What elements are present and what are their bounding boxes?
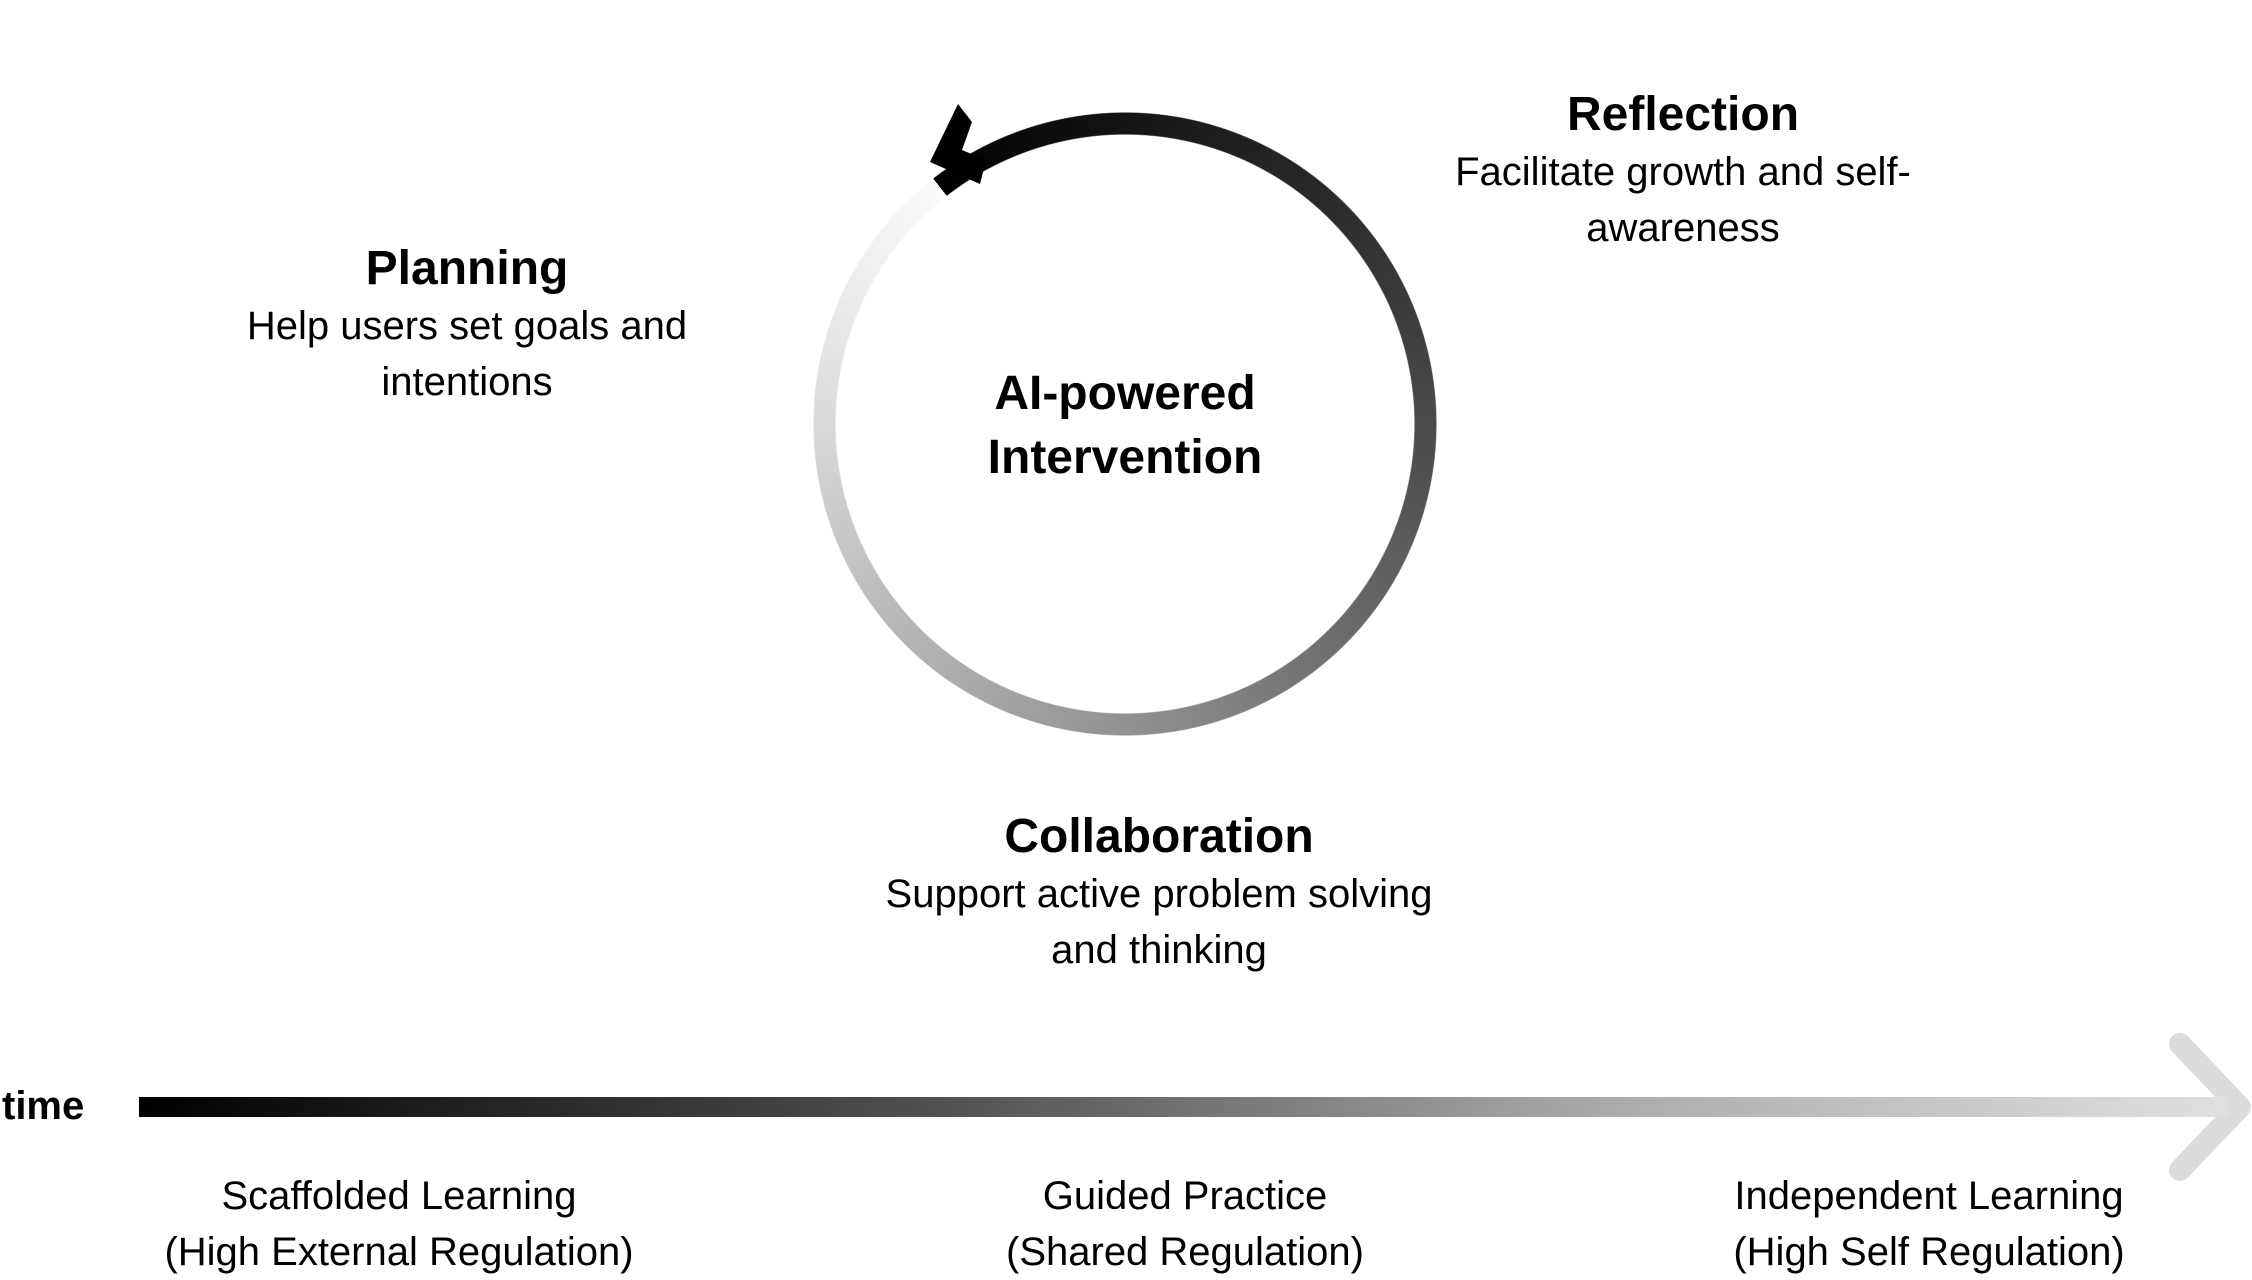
reflection-title: Reflection bbox=[1566, 88, 1800, 141]
stage-sub: (High External Regulation) bbox=[164, 1230, 634, 1274]
stage-name: Scaffolded Learning bbox=[221, 1174, 577, 1218]
stage-name: Independent Learning bbox=[1734, 1174, 2124, 1218]
reflection-block: Reflection Facilitate growth and self- a… bbox=[1455, 86, 1911, 256]
reflection-desc-1: Facilitate growth and self- bbox=[1455, 150, 1911, 194]
planning-desc-2: intentions bbox=[381, 360, 553, 404]
center-label: AI-powered Intervention bbox=[925, 362, 1325, 490]
stage-sub: (Shared Regulation) bbox=[1006, 1230, 1364, 1274]
planning-desc-1: Help users set goals and bbox=[246, 304, 688, 348]
planning-block: Planning Help users set goals and intent… bbox=[247, 240, 687, 410]
planning-title: Planning bbox=[365, 242, 569, 295]
cycle-ring bbox=[813, 112, 1437, 736]
time-axis bbox=[139, 1097, 2229, 1117]
reflection-desc-2: awareness bbox=[1586, 206, 1780, 250]
collaboration-desc-1: Support active problem solving bbox=[885, 872, 1433, 916]
stage-sub: (High Self Regulation) bbox=[1733, 1230, 2125, 1274]
collaboration-desc-2: and thinking bbox=[1051, 928, 1267, 972]
collaboration-block: Collaboration Support active problem sol… bbox=[886, 808, 1433, 978]
stage-guided: Guided Practice (Shared Regulation) bbox=[1006, 1168, 1364, 1280]
center-line1: AI-powered bbox=[994, 367, 1256, 420]
time-axis-label: time bbox=[2, 1084, 85, 1128]
stage-scaffolded: Scaffolded Learning (High External Regul… bbox=[164, 1168, 633, 1280]
timeline-arrowhead-icon bbox=[2169, 1033, 2251, 1181]
center-line2: Intervention bbox=[987, 431, 1263, 484]
stage-name: Guided Practice bbox=[1042, 1174, 1328, 1218]
stage-independent: Independent Learning (High Self Regulati… bbox=[1733, 1168, 2124, 1280]
collaboration-title: Collaboration bbox=[1004, 810, 1314, 863]
